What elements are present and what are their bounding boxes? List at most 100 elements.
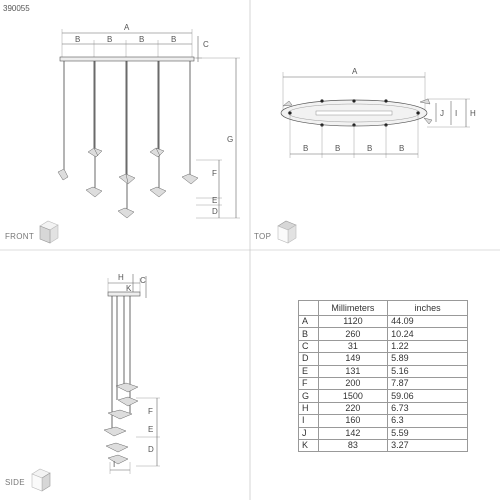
row-inches: 3.27 [387,438,468,453]
dim-label-c-side: C [140,276,146,285]
shade [105,442,129,453]
row-mm: 1500 [317,389,389,403]
row-inches: 59.06 [387,389,468,403]
side-canopy [107,291,141,297]
shade [107,454,129,465]
dim-label-b-top4: B [399,144,404,153]
row-key: A [298,314,319,329]
dim-label-k: K [126,284,132,293]
side-view-label: SIDE [5,478,25,487]
top-cube-icon [277,220,297,244]
dim-label-g: G [227,135,233,144]
shade [181,173,199,185]
dim-label-b-top1: B [303,144,308,153]
row-key: G [298,389,319,403]
shade [115,382,139,393]
dim-label-d-side: D [148,445,154,454]
row-inches: 5.16 [387,364,468,378]
dim-label-b3: B [139,35,144,44]
dim-label-h: H [470,109,476,118]
side-cube-icon [31,468,51,492]
row-mm: 220 [317,401,389,416]
shade [117,207,135,219]
row-inches: 6.3 [387,414,468,428]
dim-label-f-side: F [148,407,153,416]
dim-label-i-side: I [113,460,115,469]
top-view-label: TOP [254,232,271,241]
shade [118,173,136,185]
row-inches: 10.24 [387,327,468,341]
shade [107,409,133,420]
table-header-inches: inches [387,300,468,316]
dim-label-b-top2: B [335,144,340,153]
shade [149,186,167,198]
shade [149,147,165,158]
row-mm: 160 [317,414,389,428]
row-mm: 142 [317,426,389,440]
front-view: A B B B B C [5,23,240,244]
canopy-bar [59,56,195,62]
row-mm: 1120 [317,314,389,329]
side-view: H K C F E D I SIDE [5,273,160,492]
dim-label-j: J [440,109,444,118]
dim-label-b1: B [75,35,80,44]
shade [103,426,127,437]
product-code: 390055 [3,4,30,13]
dim-label-a: A [124,23,130,32]
row-inches: 5.59 [387,426,468,440]
shade [117,396,139,407]
row-inches: 6.73 [387,401,468,416]
row-key: I [298,414,319,428]
row-mm: 200 [317,376,389,391]
dim-label-d: D [212,207,218,216]
row-key: F [298,376,319,391]
dim-label-h-side: H [118,273,124,282]
row-mm: 260 [317,327,389,341]
row-inches: 44.09 [387,314,468,329]
row-inches: 7.87 [387,376,468,391]
row-inches: 1.22 [387,339,468,354]
dim-label-b4: B [171,35,176,44]
front-cube-icon [39,220,59,244]
row-mm: 149 [317,352,389,366]
table-header-mm: Millimeters [317,300,389,316]
row-key: D [298,352,319,366]
dim-label-i: I [455,109,457,118]
row-mm: 31 [317,339,389,354]
row-key: H [298,401,319,416]
row-key: J [298,426,319,440]
dim-label-a-top: A [352,67,358,76]
dim-label-c: C [203,40,209,49]
top-view: A J I H B B B B TOP [254,67,476,244]
shade [57,168,69,181]
dim-label-b2: B [107,35,112,44]
row-key: C [298,339,319,354]
shade [85,186,103,198]
row-key: E [298,364,319,378]
row-inches: 5.89 [387,352,468,366]
row-mm: 83 [317,438,389,453]
dim-label-e: E [212,196,217,205]
front-view-label: FRONT [5,232,34,241]
row-key: B [298,327,319,341]
dim-label-e-side: E [148,425,153,434]
table-header-row: Millimeters inches [298,300,468,316]
row-key: K [298,438,319,453]
table-header-key [298,300,319,316]
shade [87,147,103,158]
dim-label-b-top3: B [367,144,372,153]
row-mm: 131 [317,364,389,378]
